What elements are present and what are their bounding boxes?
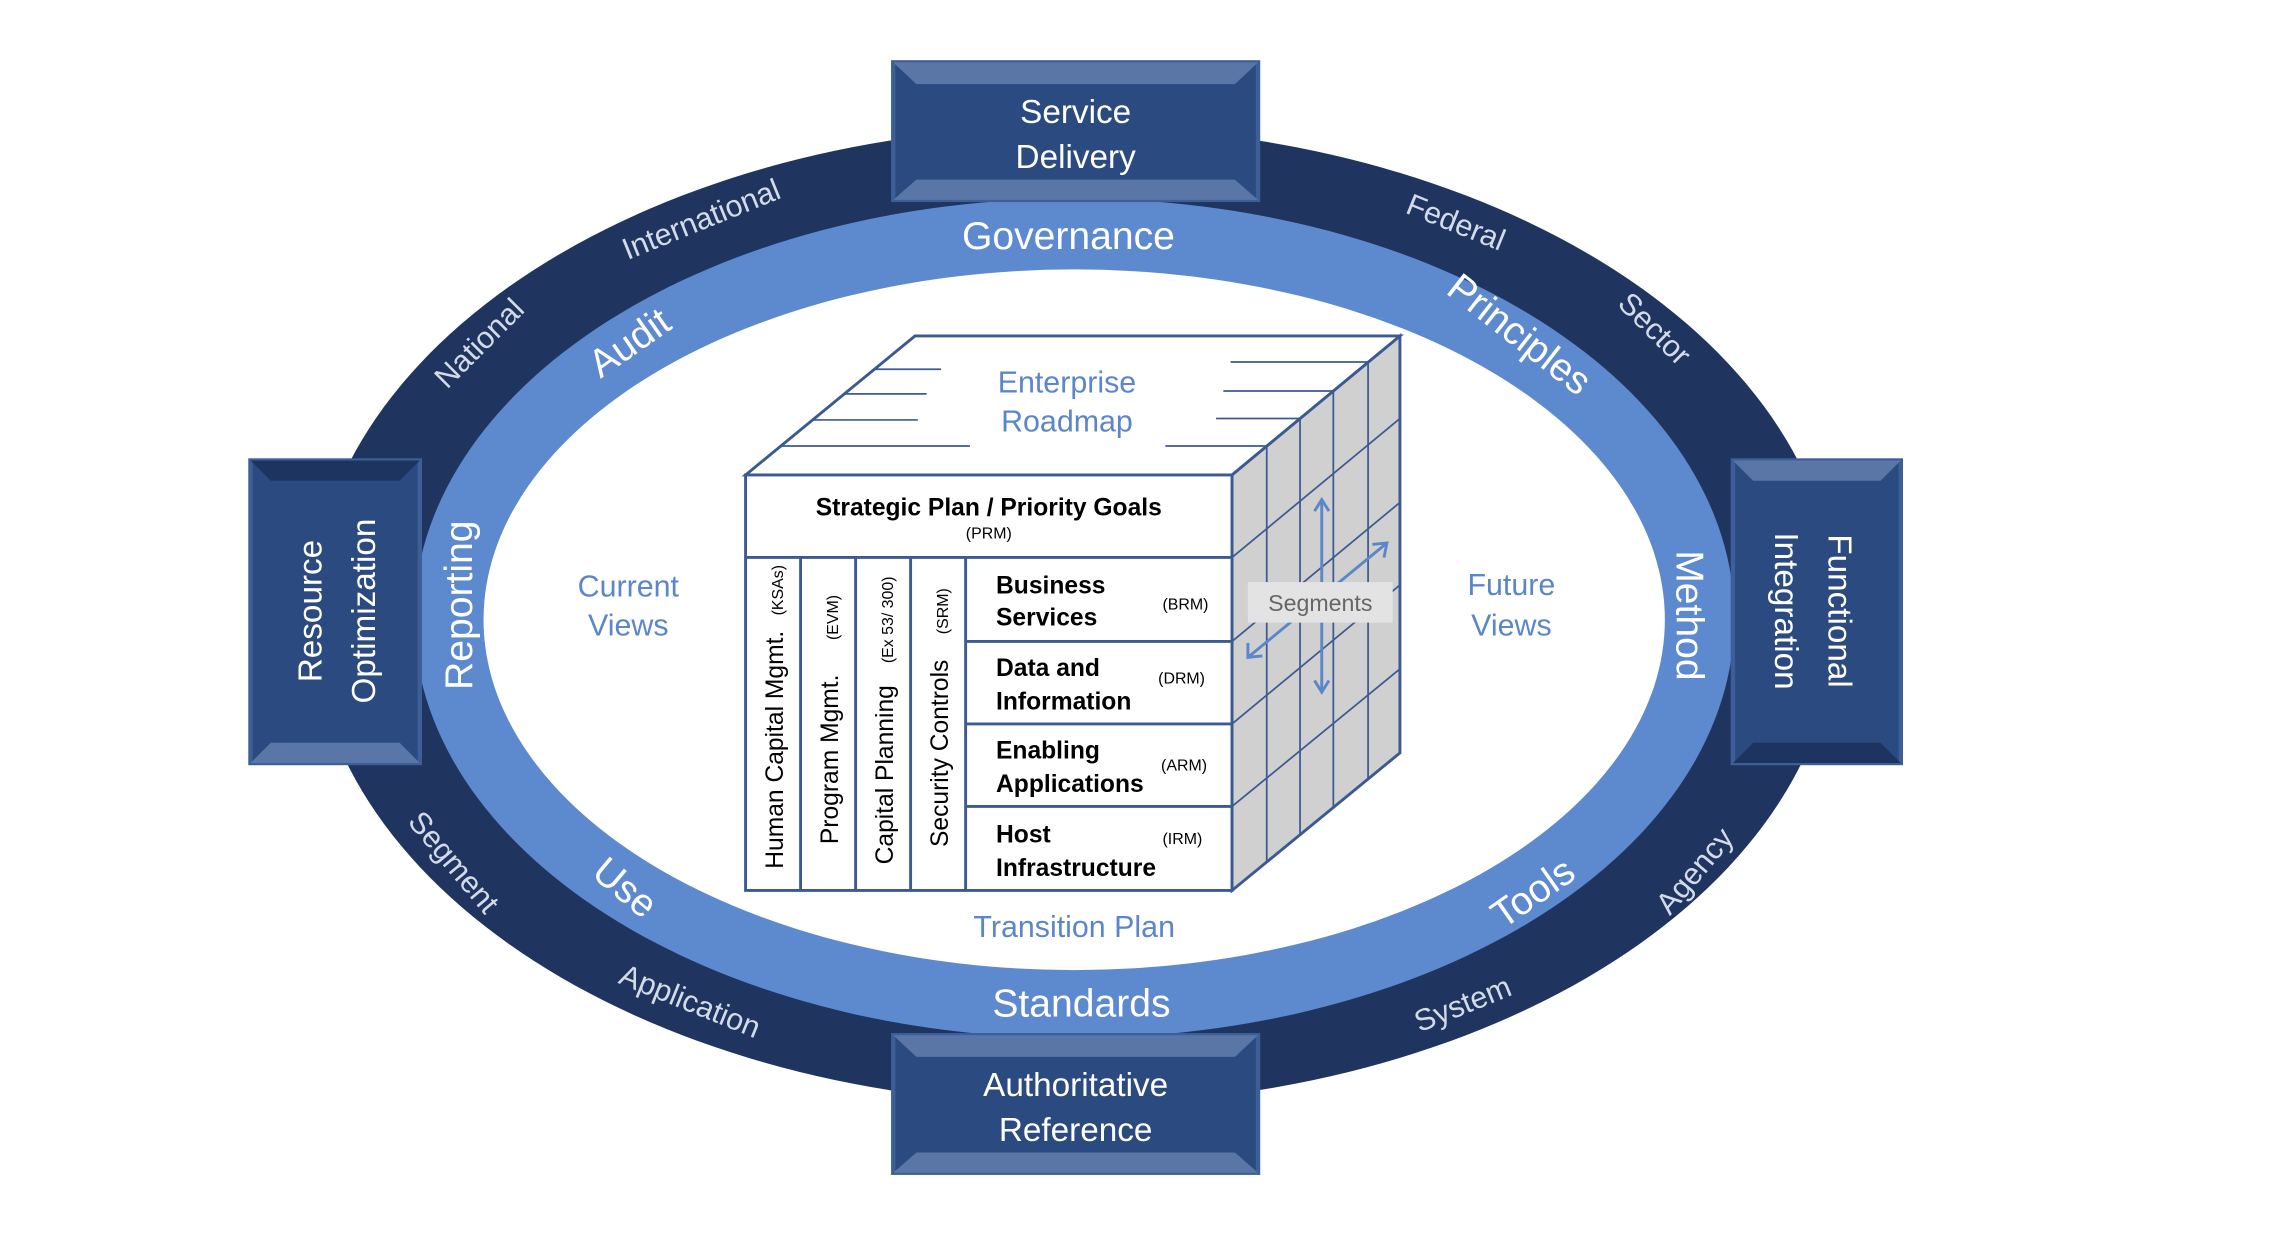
column-security-controls-ref: (SRM) — [935, 588, 952, 634]
svg-text:Delivery: Delivery — [1016, 139, 1137, 176]
row-business-1: Business — [996, 573, 1105, 600]
box-functional-integration: Functional Integration — [1730, 458, 1904, 766]
current-views-label-2: Views — [588, 609, 669, 643]
svg-text:Reference: Reference — [999, 1112, 1153, 1149]
label-reporting: Reporting — [438, 521, 481, 690]
column-capital-planning: Capital Planning — [872, 685, 899, 864]
column-human-capital-ref: (KSAs) — [770, 565, 787, 615]
row-enabling-1: Enabling — [996, 738, 1100, 765]
svg-text:Authoritative: Authoritative — [983, 1067, 1168, 1104]
future-views-label-2: Views — [1471, 609, 1552, 643]
row-business-2: Services — [996, 605, 1097, 632]
cube-columns: Human Capital Mgmt. (KSAs) Program Mgmt.… — [762, 565, 954, 869]
label-standards: Standards — [992, 982, 1170, 1025]
row-business-ref: (BRM) — [1163, 597, 1209, 614]
row-enabling-ref: (ARM) — [1161, 757, 1207, 774]
box-service-delivery: Service Delivery — [891, 60, 1261, 203]
svg-text:Resource: Resource — [292, 540, 329, 682]
row-data-2: Information — [996, 688, 1131, 715]
strategic-plan-label: Strategic Plan / Priority Goals — [816, 494, 1162, 521]
box-authoritative-reference: Authoritative Reference — [891, 1033, 1261, 1175]
enterprise-roadmap-label: Enterprise — [998, 365, 1137, 399]
label-governance: Governance — [962, 215, 1175, 258]
row-host-ref: (IRM) — [1163, 831, 1203, 848]
row-host-2: Infrastructure — [996, 855, 1156, 882]
label-method: Method — [1667, 550, 1710, 680]
segments-label: Segments — [1268, 590, 1372, 616]
segments-label-bg — [1247, 582, 1393, 623]
svg-text:Functional: Functional — [1820, 534, 1857, 688]
future-views-label: Future — [1467, 568, 1555, 602]
cube-rows: Business Services (BRM) Data and Informa… — [996, 573, 1208, 882]
row-data-ref: (DRM) — [1158, 670, 1205, 687]
column-program-mgmt: Program Mgmt. — [817, 675, 844, 845]
svg-text:Optimization: Optimization — [346, 519, 383, 704]
row-host-1: Host — [996, 822, 1051, 849]
svg-text:Service: Service — [1020, 94, 1131, 131]
enterprise-roadmap-label-2: Roadmap — [1001, 405, 1133, 439]
column-human-capital: Human Capital Mgmt. — [762, 631, 789, 869]
row-data-1: Data and — [996, 655, 1100, 682]
column-capital-planning-ref: (Ex 53/ 300) — [880, 576, 897, 663]
box-resource-optimization: Resource Optimization — [248, 458, 423, 766]
transition-plan-label: Transition Plan — [973, 910, 1175, 944]
prm-label: (PRM) — [966, 526, 1012, 543]
column-security-controls: Security Controls — [927, 660, 954, 847]
architecture-cube — [741, 332, 1404, 894]
svg-text:Integration: Integration — [1767, 532, 1804, 689]
row-enabling-2: Applications — [996, 771, 1144, 798]
current-views-label: Current — [578, 570, 680, 604]
column-program-mgmt-ref: (EVM) — [825, 595, 842, 640]
